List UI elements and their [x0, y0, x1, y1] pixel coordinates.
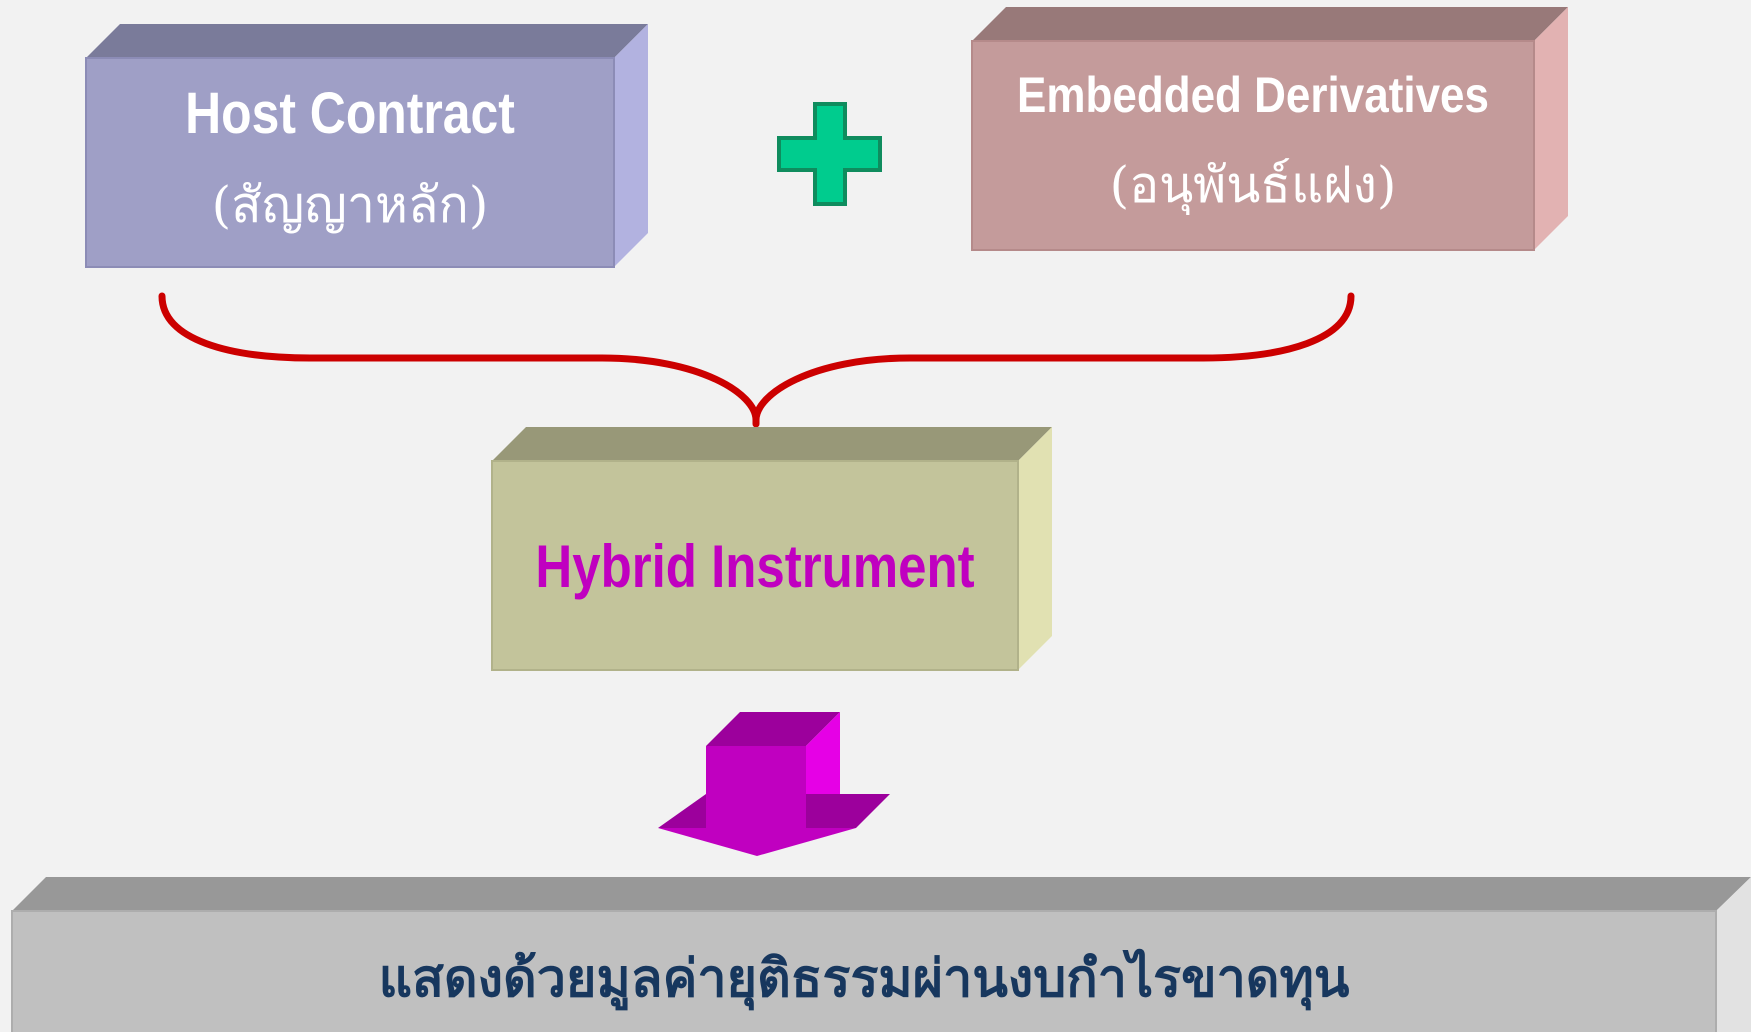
down-arrow-icon: [658, 712, 890, 856]
hybrid-instrument-title: Hybrid Instrument: [535, 533, 975, 600]
embedded-derivatives-subtitle: (อนุพันธ์แฝง): [1109, 156, 1397, 214]
result-box: [11, 877, 1751, 1032]
curly-brace-connector: [158, 292, 1355, 428]
host-contract-box: [85, 24, 648, 268]
host-contract-subtitle: (สัญญาหลัก): [211, 176, 489, 234]
host-contract-title: Host Contract: [185, 81, 515, 146]
hybrid-instrument-box: [491, 427, 1052, 671]
plus-icon: [777, 102, 882, 206]
result-text: แสดงด้วยมูลค่ายุติธรรมผ่านงบกำไรขาดทุน: [378, 949, 1350, 1009]
embedded-derivatives-box: [971, 7, 1568, 251]
embedded-derivatives-title: Embedded Derivatives: [1017, 67, 1489, 123]
